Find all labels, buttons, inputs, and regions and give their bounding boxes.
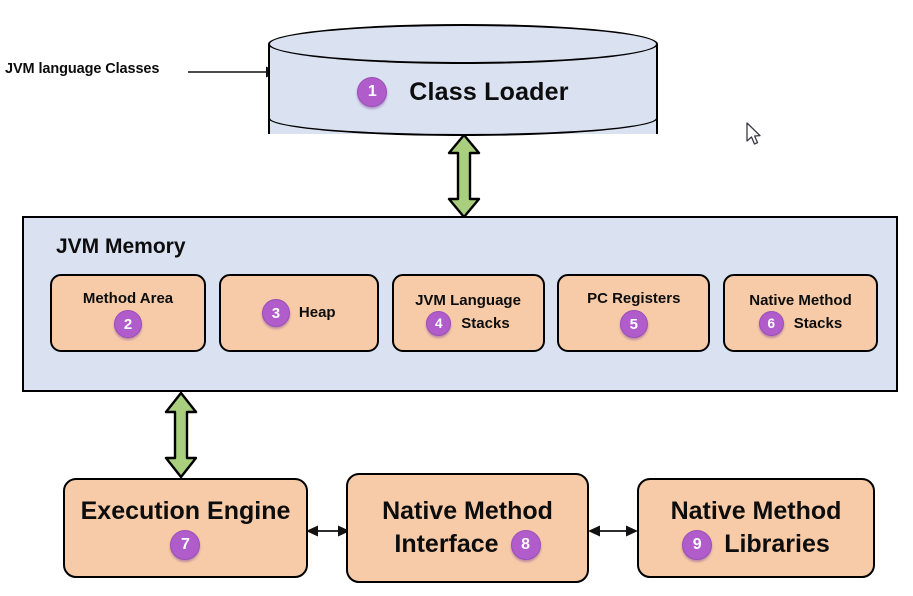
badge-6: 6 bbox=[758, 311, 784, 337]
native-method-libraries-box[interactable]: Native Method 9 Libraries bbox=[637, 478, 875, 578]
jvm-memory-panel: JVM Memory Method Area 2 3 Heap JVM Lang bbox=[22, 216, 898, 392]
engine-to-interface-arrow bbox=[306, 525, 350, 537]
memory-box-pc-registers[interactable]: PC Registers 5 bbox=[557, 274, 711, 352]
native-method-interface-label-line2: Interface bbox=[394, 530, 499, 558]
interface-to-libraries-arrow bbox=[588, 525, 638, 537]
classloader-to-memory-arrow bbox=[447, 134, 481, 218]
jvm-memory-title: JVM Memory bbox=[56, 235, 186, 258]
native-method-interface-box[interactable]: Native Method Interface 8 bbox=[346, 473, 589, 583]
memory-box-label: Method Area bbox=[82, 289, 174, 307]
native-method-libraries-label-line2: Libraries bbox=[724, 530, 830, 558]
memory-to-execution-engine-arrow bbox=[164, 392, 198, 478]
memory-box-label-line2: Stacks bbox=[461, 315, 510, 332]
memory-box-native-method-stacks[interactable]: Native Method 6 Stacks bbox=[723, 274, 878, 352]
memory-box-label-line1: Native Method bbox=[749, 291, 852, 309]
badge-1: 1 bbox=[357, 77, 388, 107]
badge-8: 8 bbox=[510, 529, 541, 560]
class-loader-label: Class Loader bbox=[409, 77, 569, 106]
classes-to-classloader-arrow bbox=[188, 66, 278, 78]
jvm-memory-boxes: Method Area 2 3 Heap JVM Language 4 Stac… bbox=[50, 274, 878, 352]
native-method-interface-label-line1: Native Method bbox=[382, 496, 553, 525]
class-loader-content: 1 Class Loader bbox=[268, 50, 658, 134]
native-method-libraries-label-line1: Native Method bbox=[670, 496, 842, 525]
badge-4: 4 bbox=[426, 311, 452, 337]
badge-3: 3 bbox=[261, 299, 290, 327]
badge-9: 9 bbox=[682, 529, 713, 560]
memory-box-label-line1: JVM Language bbox=[415, 291, 521, 309]
mouse-cursor-icon bbox=[746, 122, 761, 145]
memory-box-method-area[interactable]: Method Area 2 bbox=[50, 274, 206, 352]
cylinder-top-ellipse bbox=[268, 24, 658, 64]
execution-engine-box[interactable]: Execution Engine 7 bbox=[63, 478, 308, 578]
memory-box-jvm-language-stacks[interactable]: JVM Language 4 Stacks bbox=[391, 274, 545, 352]
memory-box-label: Heap bbox=[298, 304, 336, 322]
memory-box-heap[interactable]: 3 Heap bbox=[218, 274, 379, 352]
badge-5: 5 bbox=[619, 310, 648, 339]
memory-box-label-line2: Stacks bbox=[793, 315, 843, 332]
badge-7: 7 bbox=[170, 529, 201, 560]
source-label: JVM language Classes bbox=[5, 61, 160, 77]
memory-box-label: PC Registers bbox=[587, 289, 681, 307]
execution-engine-label: Execution Engine bbox=[80, 497, 291, 526]
class-loader-cylinder[interactable]: 1 Class Loader bbox=[268, 24, 658, 136]
badge-2: 2 bbox=[113, 310, 142, 339]
